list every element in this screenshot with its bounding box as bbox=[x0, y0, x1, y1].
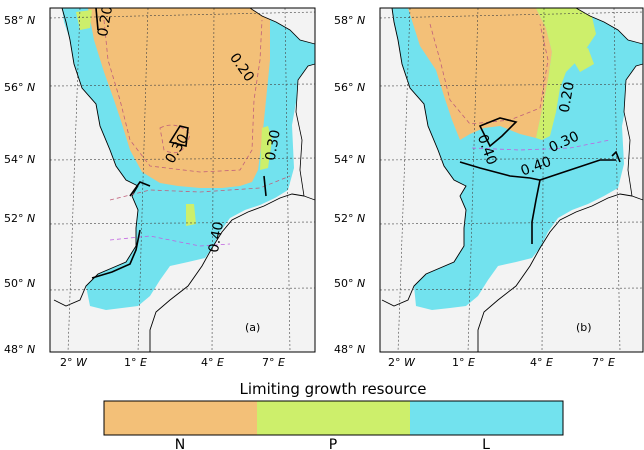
graticule bbox=[380, 8, 643, 352]
lon-tick-label: 4° E bbox=[530, 356, 553, 369]
lon-tick-label: 1° E bbox=[124, 356, 147, 369]
land-norway bbox=[249, 8, 315, 45]
panel-frame bbox=[379, 7, 644, 353]
lat-tick-label: 52° N bbox=[4, 212, 35, 225]
panel-label: (a) bbox=[245, 321, 260, 334]
lat-tick-label: 58° N bbox=[4, 14, 35, 27]
colorbar: Limiting growth resource N P L bbox=[103, 380, 564, 450]
map-panel-a: 0.20 0.20 0.30 0.30 0.40 (a) bbox=[50, 5, 315, 352]
contour-label: 0.20 bbox=[557, 80, 578, 113]
land-norway bbox=[575, 8, 643, 45]
latitude-labels-panel-b: 58° N 56° N 54° N 52° N 50° N 48° N bbox=[334, 14, 365, 356]
solid-contours bbox=[459, 117, 621, 244]
colorbar-label: N bbox=[175, 437, 185, 450]
nitrogen-limited-region bbox=[88, 8, 270, 188]
colorbar-swatch-p bbox=[257, 401, 410, 435]
phosphorus-limited-patch bbox=[186, 204, 196, 226]
lat-tick-label: 48° N bbox=[334, 343, 365, 356]
lon-tick-label: 1° E bbox=[452, 356, 475, 369]
colorbar-label: L bbox=[482, 437, 490, 450]
lon-tick-label: 2° W bbox=[388, 356, 416, 369]
coastline-uk bbox=[53, 8, 139, 307]
nitrogen-limited-region bbox=[408, 8, 552, 140]
coastline-continent bbox=[149, 193, 305, 352]
lat-tick-label: 54° N bbox=[334, 153, 365, 166]
latitude-labels-panel-a: 58° N 56° N 54° N 52° N 50° N 48° N bbox=[4, 14, 35, 356]
phosphorus-limited-patch bbox=[260, 126, 272, 170]
lat-tick-label: 56° N bbox=[4, 81, 35, 94]
colorbar-title: Limiting growth resource bbox=[240, 380, 427, 398]
lat-tick-label: 52° N bbox=[334, 212, 365, 225]
lat-tick-label: 58° N bbox=[334, 14, 365, 27]
lat-tick-label: 48° N bbox=[4, 343, 35, 356]
lat-tick-label: 56° N bbox=[334, 81, 365, 94]
lon-tick-label: 2° W bbox=[60, 356, 88, 369]
panel-frame bbox=[49, 7, 316, 353]
coastline-continent bbox=[477, 193, 633, 352]
phosphorus-limited-patch bbox=[568, 48, 594, 72]
lat-tick-label: 54° N bbox=[4, 153, 35, 166]
colorbar-swatch-l bbox=[410, 401, 563, 435]
colorbar-swatch-n bbox=[104, 401, 257, 435]
longitude-labels-panel-b: 2° W 1° E 4° E 7° E bbox=[388, 356, 615, 369]
lat-tick-label: 50° N bbox=[334, 277, 365, 290]
phosphorus-limited-patch bbox=[76, 10, 92, 30]
colorbar-label: P bbox=[329, 437, 337, 450]
lon-tick-label: 7° E bbox=[592, 356, 615, 369]
coastline-uk bbox=[381, 8, 467, 307]
lon-tick-label: 7° E bbox=[262, 356, 285, 369]
contour-label: 0.20 bbox=[95, 5, 116, 38]
contour-label: 0.40 bbox=[206, 220, 227, 253]
colorbar-frame bbox=[103, 400, 564, 436]
phosphorus-limited-region bbox=[536, 8, 596, 140]
longitude-labels-panel-a: 2° W 1° E 4° E 7° E bbox=[60, 356, 285, 369]
dashed-isolines bbox=[103, 19, 291, 247]
lat-tick-label: 50° N bbox=[4, 277, 35, 290]
graticule bbox=[50, 8, 315, 352]
solid-contours bbox=[91, 8, 267, 279]
contour-label: 0.30 bbox=[263, 128, 284, 161]
panel-label: (b) bbox=[576, 321, 592, 334]
lon-tick-label: 4° E bbox=[201, 356, 224, 369]
map-panel-b: 0.20 0.30 0.40 0.40 (b) bbox=[380, 8, 643, 352]
